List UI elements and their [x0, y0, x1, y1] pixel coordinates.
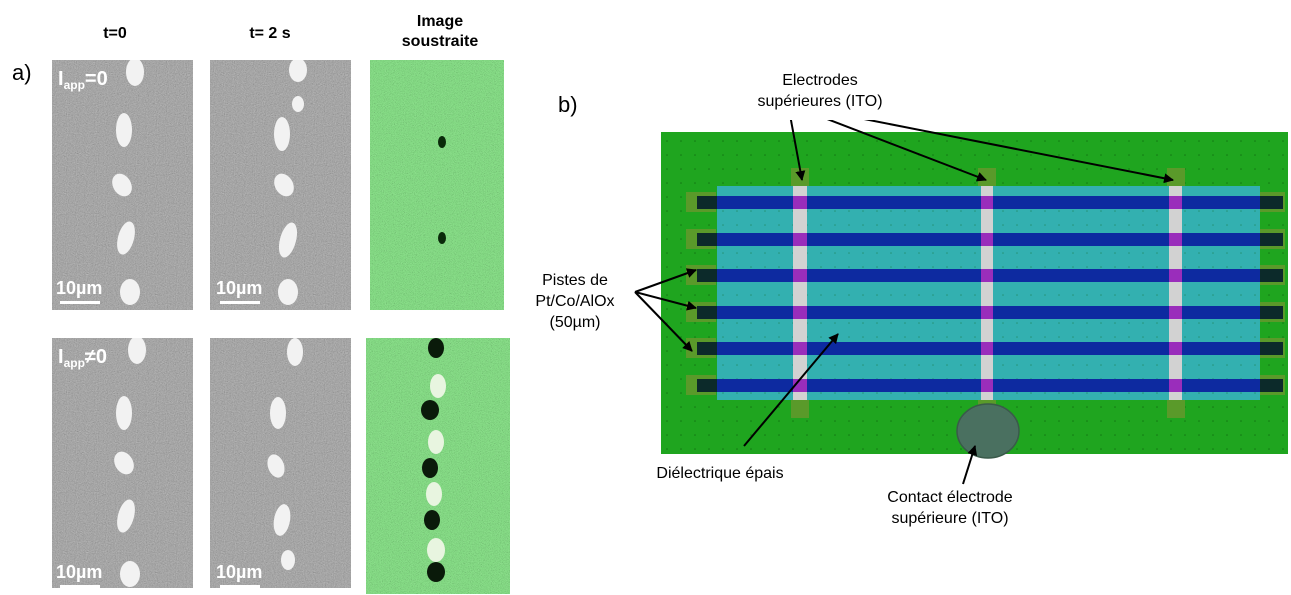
column-header-t2: t= 2 s — [249, 25, 291, 42]
label-top-electrodes: Electrodes supérieures (ITO) — [700, 70, 940, 112]
scale-bar-label: 10µm — [216, 278, 263, 298]
label-tracks-line1: Pistes de — [542, 272, 608, 289]
label-contact: Contact électrode supérieure (ITO) — [840, 487, 1060, 529]
label-contact-line2: supérieure (ITO) — [891, 510, 1009, 527]
micrograph-row1-t2: 10µm — [210, 60, 351, 310]
scale-bar-label: 10µm — [56, 278, 103, 298]
subtracted-image-row1 — [370, 60, 504, 310]
device-schematic — [634, 120, 1288, 485]
micrograph-row1-t0: Iapp=0 10µm — [52, 60, 193, 310]
label-dielectric: Diélectrique épais — [656, 465, 784, 482]
label-tracks-line2: Pt/Co/AlOx — [535, 293, 615, 310]
micrograph-row2-t0: Iapp≠0 10µm — [52, 338, 193, 588]
column-header-subtracted-line1: Image — [416, 13, 464, 30]
column-header-t0: t=0 — [103, 25, 127, 42]
label-top-electrodes-line2: supérieures (ITO) — [757, 93, 883, 110]
column-header-subtracted: Image soustraite — [380, 12, 500, 52]
label-tracks: Pistes de Pt/Co/AlOx (50µm) — [510, 270, 640, 333]
panel-a-label: a) — [12, 60, 32, 85]
label-contact-line1: Contact électrode — [887, 489, 1013, 506]
scale-bar — [60, 585, 100, 588]
scale-bar — [220, 585, 260, 588]
subtracted-image-row2 — [366, 338, 510, 594]
column-header-subtracted-line2: soustraite — [401, 33, 479, 50]
scale-bar-label: 10µm — [216, 562, 263, 582]
current-label-nonzero: Iapp≠0 — [58, 346, 108, 370]
panel-b-label: b) — [558, 92, 578, 117]
contact-pad — [956, 403, 1020, 459]
scale-bar — [60, 301, 100, 304]
scale-bar — [220, 301, 260, 304]
micrograph-row2-t2: 10µm — [210, 338, 351, 588]
scale-bar-label: 10µm — [56, 562, 103, 582]
label-tracks-line3: (50µm) — [549, 314, 601, 331]
label-top-electrodes-line1: Electrodes — [782, 72, 858, 89]
current-label-zero: Iapp=0 — [58, 68, 108, 92]
